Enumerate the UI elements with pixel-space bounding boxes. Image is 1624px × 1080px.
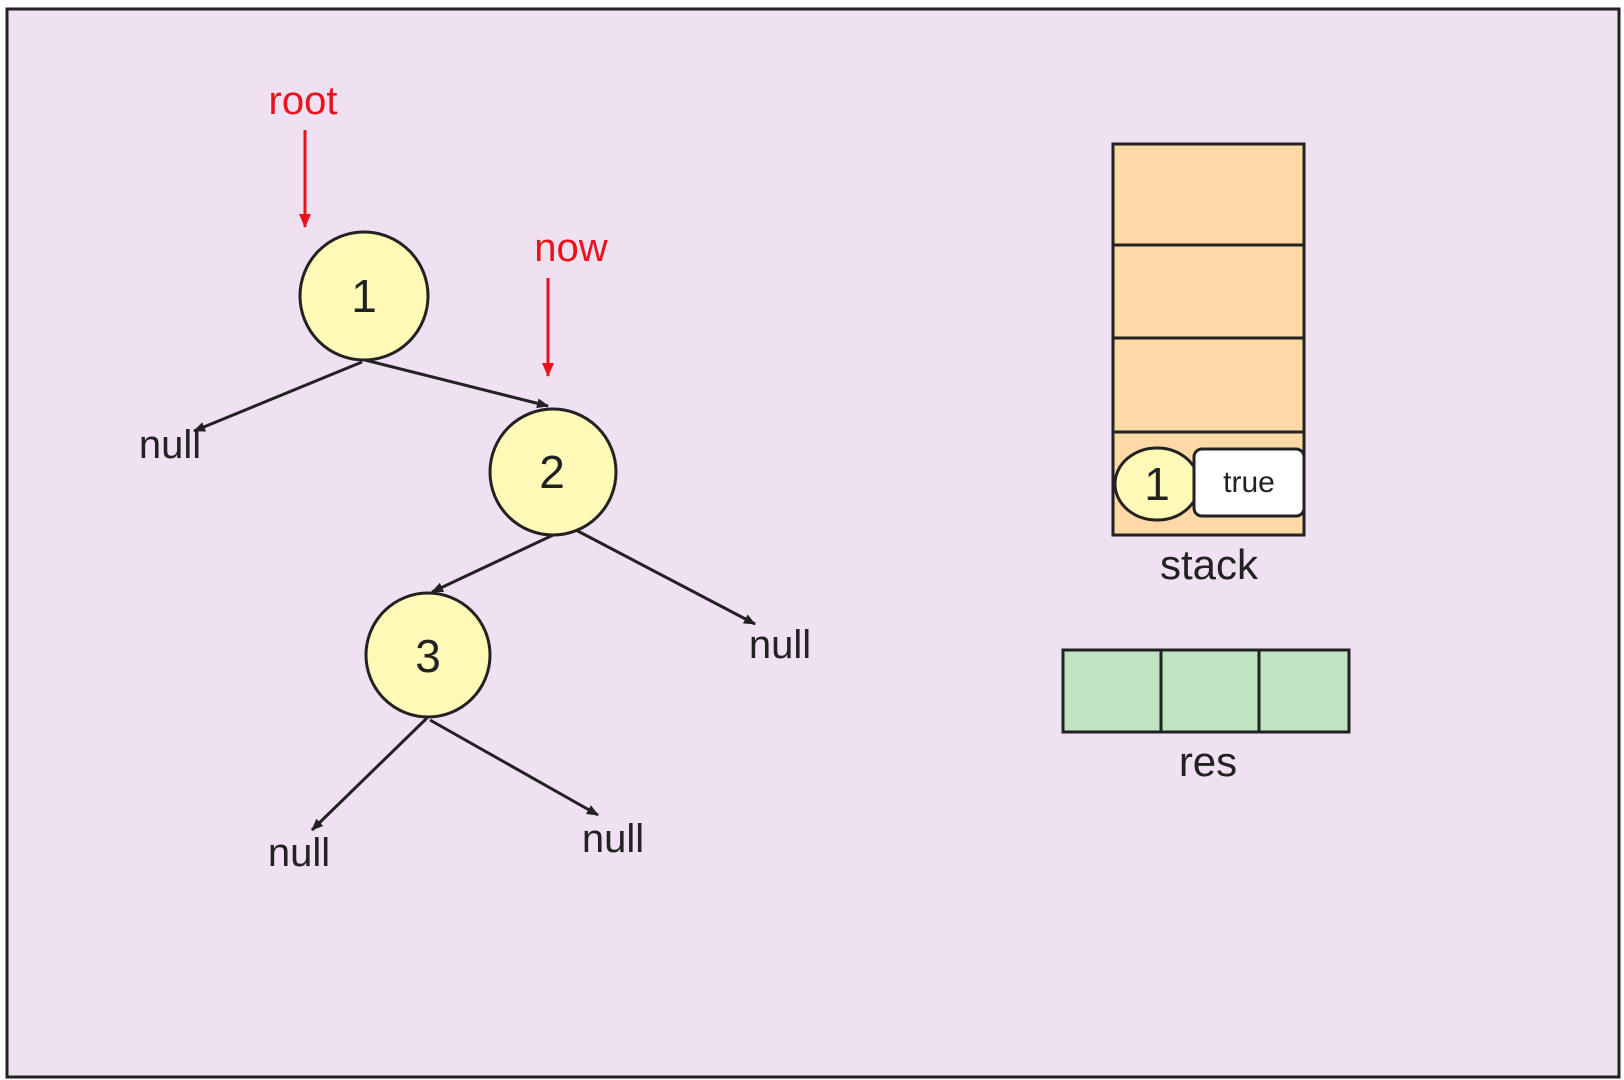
tree-edges [193, 358, 756, 832]
null-label-3-right: null [582, 817, 644, 861]
now-pointer-label: now [534, 226, 607, 270]
res-caption: res [1179, 738, 1237, 785]
tree-node-3-circle [364, 591, 492, 719]
edge-3-to-null-left [310, 716, 429, 832]
diagram-background [5, 7, 1621, 1079]
null-label-2-right: null [749, 623, 811, 667]
null-label-3-left: null [268, 831, 330, 875]
tree-node-1: 1 [298, 230, 430, 362]
stack-entry-node-label: 1 [1144, 458, 1170, 510]
res-cell [1159, 648, 1261, 734]
root-pointer-label: root [269, 79, 338, 123]
edge-1-to-2 [364, 358, 549, 409]
stack-entry-flag-box [1192, 447, 1306, 518]
tree-node-2-label: 2 [539, 446, 565, 498]
tree-node-2: 2 [488, 407, 618, 537]
tree-node-1-label: 1 [351, 270, 377, 322]
stack-entry: 1 true [1113, 446, 1306, 522]
res-cell [1257, 648, 1351, 734]
edge-1-to-null-left [193, 360, 363, 433]
stack-entry-flag-label: true [1223, 466, 1275, 499]
stack-slot-third [1111, 336, 1306, 434]
stack: 1 true [1111, 142, 1306, 537]
null-label-1-left: null [139, 423, 201, 467]
pointer-arrows [299, 130, 554, 377]
tree-node-3: 3 [364, 591, 492, 719]
res-array [1061, 648, 1351, 734]
tree-node-3-label: 3 [415, 630, 441, 682]
stack-slot-second [1111, 243, 1306, 340]
stack-slot-top [1111, 142, 1306, 247]
edge-3-to-null-right [429, 718, 599, 817]
res-cell [1061, 648, 1163, 734]
edge-2-to-null-right [571, 526, 756, 626]
edge-2-to-3 [431, 527, 567, 594]
tree-node-2-circle [488, 407, 618, 537]
stack-caption: stack [1160, 541, 1259, 588]
tree-node-1-circle [298, 230, 430, 362]
